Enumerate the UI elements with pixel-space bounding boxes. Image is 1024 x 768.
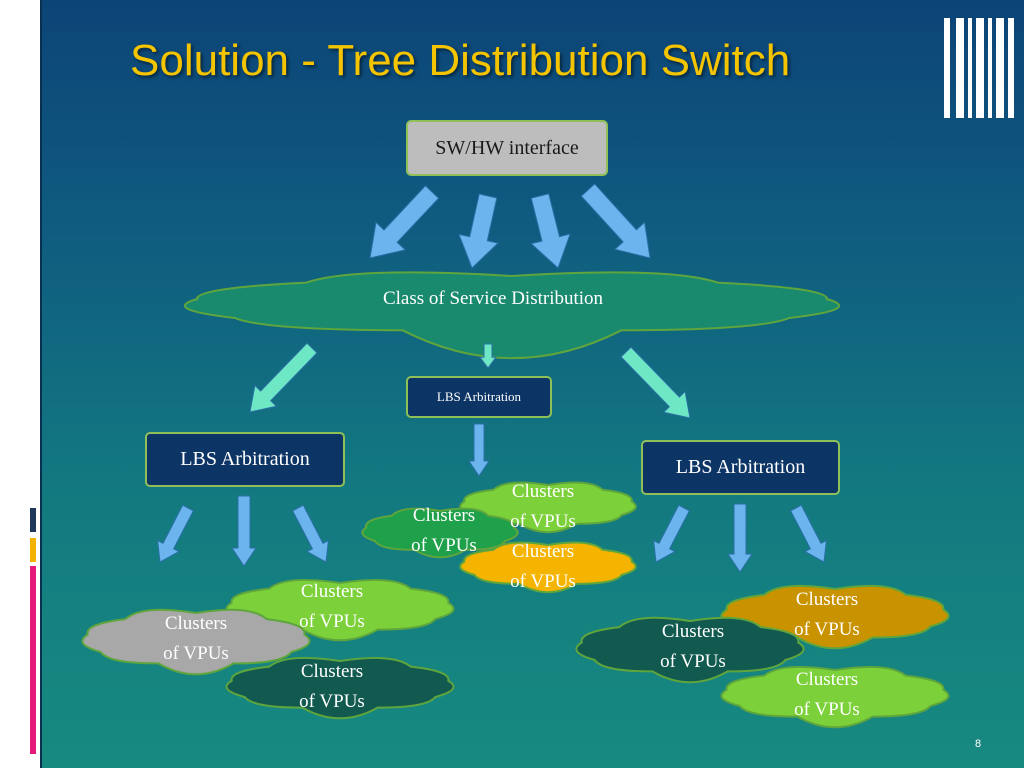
cluster-label-line2: of VPUs <box>411 535 477 556</box>
cluster-cloud-right-dark <box>575 616 805 684</box>
cluster-label-line1: Clusters <box>795 589 859 610</box>
cluster-label-line2: of VPUs <box>794 699 860 720</box>
cluster-label-right-dark: Clusters of VPUs <box>593 617 793 677</box>
logo-bar <box>956 18 964 118</box>
cluster-label-line2: of VPUs <box>299 611 365 632</box>
arrow-right-3 <box>790 504 828 563</box>
cluster-label-line1: Clusters <box>412 505 476 526</box>
cluster-label-center-top: Clusters of VPUs <box>443 477 643 537</box>
lbs-arbitration-center-box: LBS Arbitration <box>406 376 552 418</box>
bars-logo-icon <box>944 18 1014 118</box>
cluster-label-line1: Clusters <box>511 541 575 562</box>
cluster-label-line1: Clusters <box>661 621 725 642</box>
lbs-arbitration-left-box: LBS Arbitration <box>145 432 345 487</box>
cluster-label-line2: of VPUs <box>660 651 726 672</box>
cluster-label-line1: Clusters <box>300 661 364 682</box>
cluster-cloud-right-bottom <box>720 665 950 729</box>
cluster-label-line1: Clusters <box>300 581 364 602</box>
cluster-label-left-top: Clusters of VPUs <box>232 577 432 637</box>
slide-title: Solution - Tree Distribution Switch <box>130 36 791 85</box>
cluster-cloud-left-gray <box>81 608 311 676</box>
cluster-label-line1: Clusters <box>795 669 859 690</box>
cluster-label-line1: Clusters <box>164 613 228 634</box>
cluster-label-line2: of VPUs <box>163 643 229 664</box>
decor-block-gold <box>30 538 36 562</box>
cluster-label-left-bottom: Clusters of VPUs <box>232 657 432 717</box>
logo-bar <box>968 18 972 118</box>
cluster-cloud-center-bottom <box>459 541 637 594</box>
lbs-arbitration-right-box: LBS Arbitration <box>641 440 840 495</box>
arrow-center-down <box>468 423 490 477</box>
cluster-label-line1: Clusters <box>511 481 575 502</box>
arrow-right-2 <box>727 503 753 573</box>
arrow-left-3 <box>292 504 330 563</box>
arrow-left-1 <box>156 504 194 563</box>
cluster-label-left-gray: Clusters of VPUs <box>96 609 296 669</box>
cluster-label-line2: of VPUs <box>510 571 576 592</box>
sw-hw-interface-box: SW/HW interface <box>406 120 608 176</box>
logo-bar <box>944 18 950 118</box>
cluster-label-line2: of VPUs <box>794 619 860 640</box>
logo-bar <box>976 18 984 118</box>
left-divider-line <box>40 0 42 768</box>
cluster-label-line2: of VPUs <box>299 691 365 712</box>
arrow-right-1 <box>652 504 690 563</box>
cluster-cloud-center-green <box>361 507 519 559</box>
cluster-label-right-top: Clusters of VPUs <box>727 585 927 645</box>
logo-bar <box>1008 18 1014 118</box>
arrow-top-3 <box>530 193 571 269</box>
arrow-mid-left <box>249 342 318 413</box>
arrow-top-2 <box>458 193 500 269</box>
logo-bar <box>988 18 992 118</box>
cluster-label-center-bottom: Clusters of VPUs <box>443 537 643 597</box>
decor-block-navy <box>30 508 36 532</box>
cluster-label-center-green: Clusters of VPUs <box>344 501 544 561</box>
logo-bar <box>996 18 1004 118</box>
arrow-top-4 <box>580 183 651 259</box>
arrow-mid-center <box>479 343 497 369</box>
cluster-label-line2: of VPUs <box>510 511 576 532</box>
page-number: 8 <box>974 738 982 750</box>
arrow-left-2 <box>231 495 257 567</box>
decor-block-pink <box>30 566 36 754</box>
arrow-top-1 <box>369 185 440 259</box>
arrow-mid-right <box>620 346 691 419</box>
cluster-cloud-left-bottom <box>225 656 455 720</box>
class-of-service-label: Class of Service Distribution <box>382 288 604 309</box>
class-of-service-cloud <box>183 271 841 360</box>
cluster-label-right-bottom: Clusters of VPUs <box>727 665 927 725</box>
